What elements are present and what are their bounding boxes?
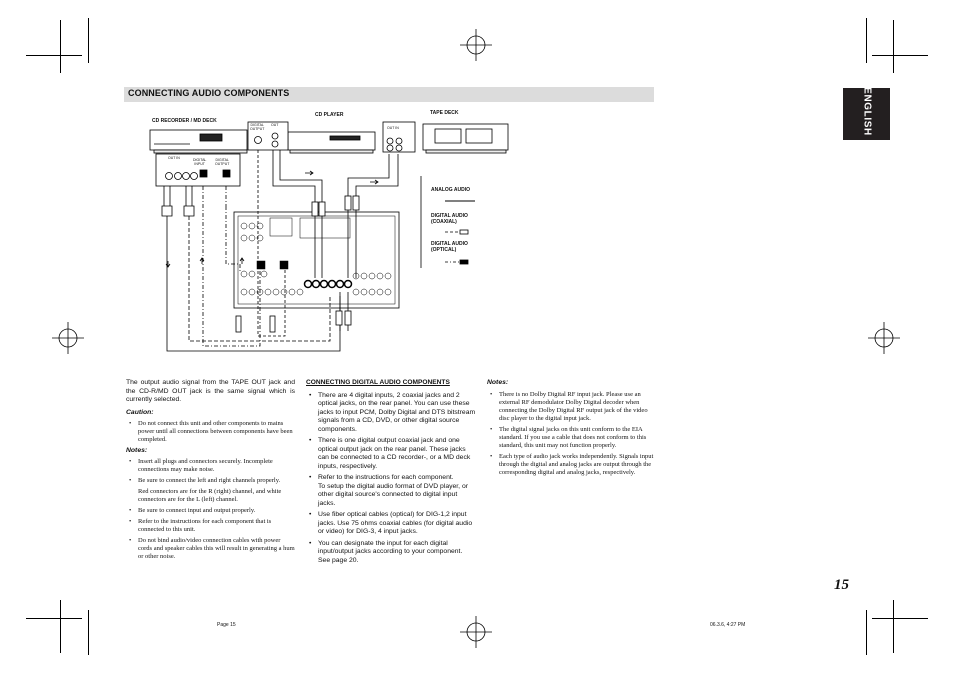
language-tab-label: ENGLISH <box>861 87 873 136</box>
note-item: Each type of audio jack works independen… <box>487 453 655 477</box>
note-item: Refer to the instructions for each compo… <box>126 518 295 534</box>
note-item: Be sure to connect the left and right ch… <box>126 477 295 485</box>
notes-heading: Notes: <box>126 446 148 454</box>
section-title: CONNECTING AUDIO COMPONENTS <box>128 88 290 98</box>
note-item: Do not bind audio/video connection cable… <box>126 537 295 561</box>
digital-item: There is one digital output coaxial jack… <box>306 437 476 471</box>
caution-list: Do not connect this unit and other compo… <box>126 420 295 444</box>
crop-mark <box>872 55 928 56</box>
digital-item: Use fiber optical cables (optical) for D… <box>306 511 476 537</box>
caution-item: Do not connect this unit and other compo… <box>126 420 295 444</box>
crop-mark <box>88 18 89 63</box>
legend-analog-audio: ANALOG AUDIO <box>431 187 470 193</box>
crop-mark <box>26 55 82 56</box>
digital-item: You can designate the input for each dig… <box>306 540 476 566</box>
crop-mark <box>872 618 928 619</box>
crop-mark <box>893 20 894 73</box>
notes-list-2: There is no Dolby Digital RF input jack.… <box>487 391 655 477</box>
digital-item-continued: To setup the digital audio format of DVD… <box>318 482 468 507</box>
cdr-out-in-label: OUT IN <box>168 156 180 160</box>
cdp-digital-output-label: DIGITAL OUTPUT <box>250 123 265 131</box>
cdr-digital-input-label: DIGITAL INPUT <box>193 158 207 166</box>
column-3: Notes: There is no Dolby Digital RF inpu… <box>487 379 655 480</box>
digital-item: Refer to the instructions for each compo… <box>306 474 476 483</box>
footer-right: 06.3.6, 4:27 PM <box>710 622 746 628</box>
cd-player-label: CD PLAYER <box>315 112 344 118</box>
language-tab: ENGLISH <box>843 87 890 140</box>
note-item: Be sure to connect input and output prop… <box>126 507 295 515</box>
digital-heading: CONNECTING DIGITAL AUDIO COMPONENTS <box>306 379 450 386</box>
notes-list: Insert all plugs and connectors securely… <box>126 458 295 561</box>
note-item: Insert all plugs and connectors securely… <box>126 458 295 474</box>
page-number: 15 <box>834 577 849 593</box>
crop-mark <box>893 600 894 653</box>
section-header-bar: CONNECTING AUDIO COMPONENTS <box>124 87 654 102</box>
digital-item: There are 4 digital inputs, 2 coaxial ja… <box>306 392 476 435</box>
note-subtext: Red connectors are for the R (right) cha… <box>138 487 282 503</box>
crop-mark <box>60 20 61 73</box>
footer-left: Page 15 <box>217 622 236 628</box>
notes-heading-2: Notes: <box>487 379 509 386</box>
column-2: CONNECTING DIGITAL AUDIO COMPONENTS Ther… <box>306 379 476 568</box>
connection-diagram: CD RECORDER / MD DECK CD PLAYER TAPE DEC… <box>140 106 520 368</box>
note-item: The digital signal jacks on this unit co… <box>487 426 655 450</box>
cdr-digital-output-label: DIGITAL OUTPUT <box>215 158 230 166</box>
cdp-out-label: OUT <box>271 123 279 127</box>
cd-recorder-label: CD RECORDER / MD DECK <box>152 118 217 124</box>
crop-mark <box>60 600 61 653</box>
note-item: There is no Dolby Digital RF input jack.… <box>487 391 655 423</box>
tape-out-in-label: OUT IN <box>387 126 399 130</box>
diagram-drawing <box>149 121 509 352</box>
caution-heading: Caution: <box>126 408 154 416</box>
intro-paragraph: The output audio signal from the TAPE OU… <box>126 379 295 403</box>
column-1: The output audio signal from the TAPE OU… <box>126 379 295 564</box>
legend-digital-coaxial: DIGITAL AUDIO (COAXIAL) <box>431 213 468 225</box>
crop-mark <box>866 18 867 63</box>
crop-mark <box>26 618 82 619</box>
digital-list: There are 4 digital inputs, 2 coaxial ja… <box>306 392 476 566</box>
legend-digital-optical: DIGITAL AUDIO (OPTICAL) <box>431 241 468 253</box>
tape-deck-label: TAPE DECK <box>430 110 459 116</box>
crop-mark <box>866 610 867 655</box>
crop-mark <box>88 610 89 655</box>
